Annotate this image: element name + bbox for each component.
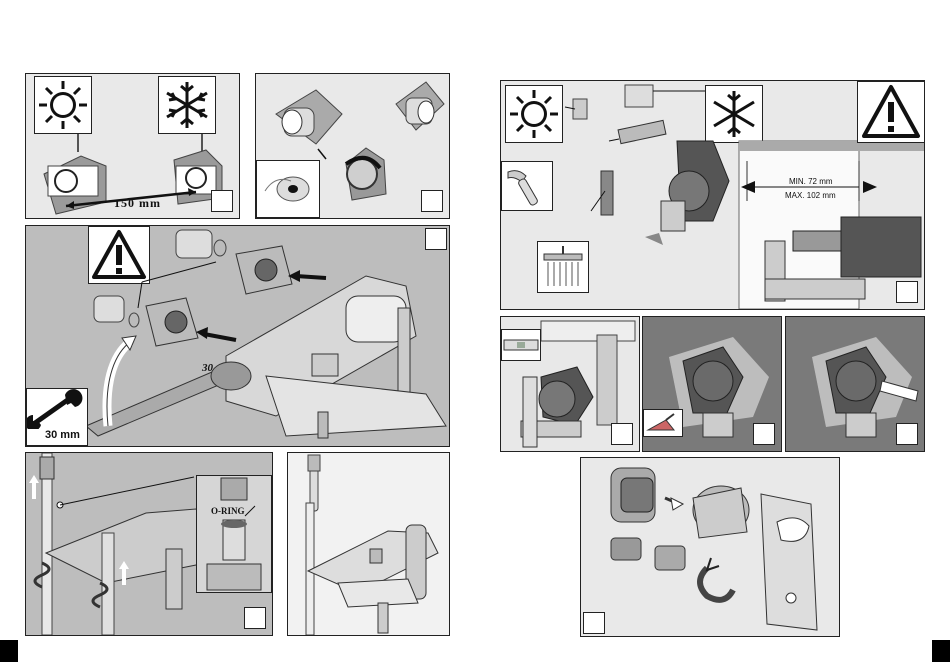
lever-mark-label: 30	[202, 362, 213, 374]
wrench-icon	[27, 389, 87, 429]
step-number-box	[611, 423, 633, 445]
step-number-box	[896, 281, 918, 303]
step-number-box	[583, 612, 605, 634]
warning-triangle-icon	[858, 82, 924, 142]
warning-icon-box	[857, 81, 925, 143]
trowel-icon-box	[643, 409, 683, 437]
step-panel-7c	[785, 316, 925, 452]
spirit-level-icon	[502, 330, 540, 360]
cover-plate-assembly-illustration	[581, 458, 839, 636]
wrench-icon-box: 30 mm	[26, 388, 88, 446]
step-number-box	[244, 607, 266, 629]
step-panel-3: 30 30 mm	[25, 225, 450, 447]
level-icon-box	[501, 329, 541, 361]
step-number-box	[753, 423, 775, 445]
step-number-box	[896, 423, 918, 445]
step-panel-8	[580, 457, 840, 637]
step-panel-5	[287, 452, 450, 636]
assembled-mixer-illustration	[288, 453, 449, 635]
step-panel-2	[255, 73, 450, 219]
trowel-icon	[644, 410, 682, 436]
step-panel-7b	[642, 316, 782, 452]
step-number-box	[211, 190, 233, 212]
step-panel-4: O-RING	[25, 452, 273, 636]
page-corner-left	[0, 640, 18, 662]
seal-ring-icon-box	[256, 160, 320, 218]
seal-ring-icon	[257, 161, 319, 217]
step-number-box	[421, 190, 443, 212]
oring-fitting-illustration	[197, 476, 271, 592]
distance-label: 150 mm	[114, 196, 161, 211]
oring-detail-inset: O-RING	[196, 475, 272, 593]
step-panel-7a	[500, 316, 640, 452]
step-panel-1: 150 mm	[25, 73, 240, 219]
min-depth-label: MIN. 72 mm	[789, 177, 833, 186]
step-panel-6: MIN. 72 mm MAX. 102 mm	[500, 80, 925, 310]
oring-label: O-RING	[211, 506, 245, 516]
wrench-size-label: 30 mm	[45, 429, 80, 441]
max-depth-label: MAX. 102 mm	[785, 191, 836, 200]
page-corner-right	[932, 640, 950, 662]
step-number-box	[425, 228, 447, 250]
mixer-installation-illustration	[26, 226, 449, 446]
